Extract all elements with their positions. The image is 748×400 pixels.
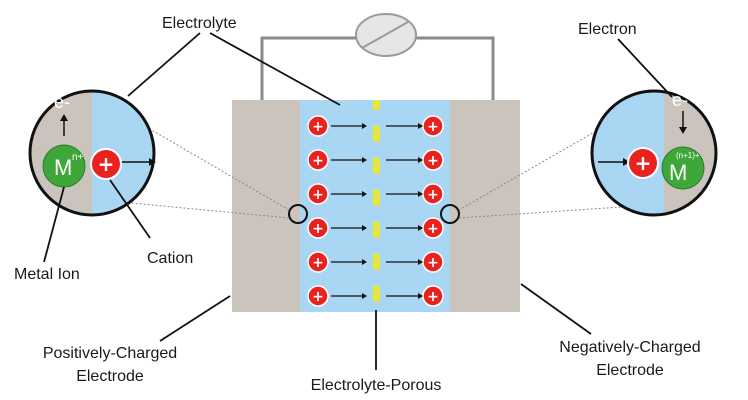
metal-ion-left-symbol: M (54, 155, 72, 180)
cation-plus: + (427, 289, 439, 305)
cation-plus: + (427, 255, 439, 271)
label-negative-electrode-line2: Electrode (596, 362, 664, 379)
ion-row: ++ (307, 115, 444, 137)
cation-left (90, 148, 122, 180)
ion-arrowhead (418, 123, 423, 129)
left-interface-marker (288, 204, 308, 224)
label-metal-ion: Metal Ion (14, 266, 80, 283)
ion-arrowhead (418, 191, 423, 197)
cation-plus: + (427, 187, 439, 203)
ion-arrowhead (362, 123, 367, 129)
cation-icon (307, 251, 329, 273)
cation-plus: + (427, 153, 439, 169)
ion-row: ++ (307, 183, 444, 205)
cation-plus: + (312, 221, 324, 237)
ion-arrowhead (362, 157, 367, 163)
label-electrolyte-porous: Electrolyte-Porous (311, 377, 442, 394)
cation-plus: + (427, 119, 439, 135)
left-electron-symbol: e- (54, 92, 70, 112)
label-positive-electrode-line2: Electrode (76, 368, 144, 385)
right-magnifier: e- + M (n+1)+ (590, 89, 718, 217)
label-electrolyte: Electrolyte (162, 15, 237, 32)
ion-row: ++ (307, 217, 444, 239)
ion-arrowhead (362, 191, 367, 197)
ion-rows: ++++++++++++ (307, 115, 444, 307)
metal-ion-right (661, 146, 705, 190)
porous-separator (373, 100, 380, 302)
cation-icon (307, 115, 329, 137)
metal-ion-right-charge: (n+1)+ (676, 151, 700, 160)
cation-plus: + (312, 289, 324, 305)
cation-left-plus: + (98, 152, 115, 176)
label-negative-electrode-line1: Negatively-Charged (559, 339, 700, 356)
cation-icon (307, 183, 329, 205)
metal-ion-left-charge: n+ (72, 152, 84, 163)
cation-icon (307, 149, 329, 171)
cation-right (627, 147, 659, 179)
right-interface-marker (440, 204, 460, 224)
ion-arrowhead (418, 225, 423, 231)
cation-plus: + (312, 187, 324, 203)
ion-row: ++ (307, 285, 444, 307)
cation-plus: + (312, 119, 324, 135)
ion-arrowhead (418, 157, 423, 163)
right-electron-symbol: e- (672, 90, 688, 110)
cation-plus: + (427, 221, 439, 237)
label-electron: Electron (578, 21, 637, 38)
circuit-wire (260, 36, 495, 100)
left-magnifier: e- M n+ + (28, 89, 156, 217)
ion-arrowhead (362, 225, 367, 231)
positive-electrode (232, 100, 300, 312)
ion-arrowhead (418, 293, 423, 299)
metal-ion-right-symbol: M (669, 160, 687, 185)
ion-row: ++ (307, 149, 444, 171)
ion-arrowhead (362, 259, 367, 265)
zoom-lines (99, 99, 651, 219)
leader-lines (43, 32, 673, 370)
meter-needle (361, 21, 409, 49)
cation-icon (307, 217, 329, 239)
ion-row: ++ (307, 251, 444, 273)
cation-plus: + (312, 255, 324, 271)
negative-electrode (450, 100, 520, 312)
ion-arrowhead (418, 259, 423, 265)
ion-arrowhead (362, 293, 367, 299)
cation-plus: + (312, 153, 324, 169)
label-cation: Cation (147, 250, 193, 267)
cation-right-plus: + (635, 151, 652, 175)
cation-icon (307, 285, 329, 307)
label-positive-electrode-line1: Positively-Charged (43, 345, 177, 362)
